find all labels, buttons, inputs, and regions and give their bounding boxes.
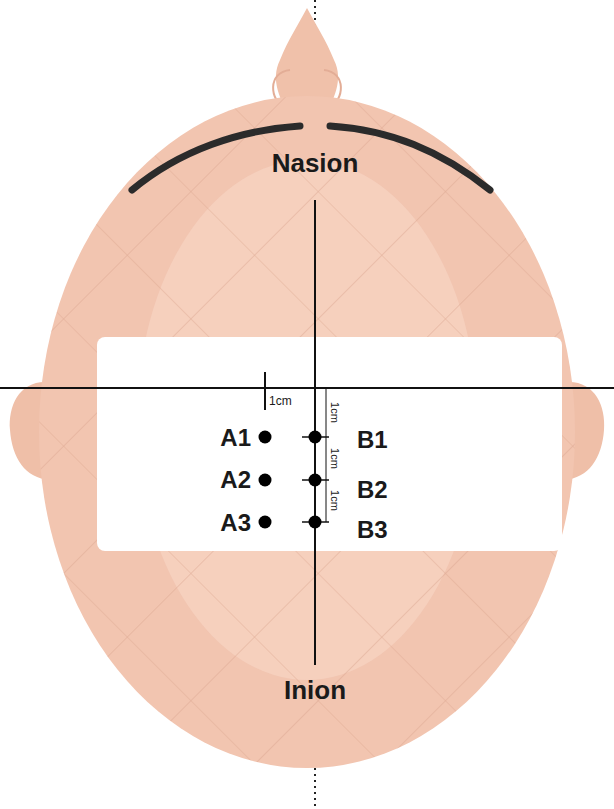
- landmark-label: Inion: [284, 677, 346, 703]
- electrode-dot: [259, 474, 272, 487]
- electrode-label: A2: [220, 468, 251, 492]
- electrode-dot: [259, 431, 272, 444]
- electrode-dot: [309, 474, 322, 487]
- dimension-label: 1cm: [268, 395, 293, 407]
- horizontal-axis: [0, 387, 614, 389]
- dimension-label: 1cm: [329, 489, 340, 512]
- electrode-dot: [309, 431, 322, 444]
- white-panel: [97, 337, 562, 551]
- electrode-label: B2: [357, 478, 388, 502]
- electrode-label: B1: [357, 428, 388, 452]
- electrode-dot: [309, 516, 322, 529]
- dimension-tick: [264, 372, 266, 410]
- electrode-dot: [259, 516, 272, 529]
- electrode-label: A3: [220, 511, 251, 535]
- electrode-label: B3: [357, 518, 388, 542]
- electrode-label: A1: [220, 426, 251, 450]
- dimension-label: 1cm: [329, 447, 340, 470]
- landmark-label: Nasion: [272, 150, 359, 176]
- dimension-label: 1cm: [329, 401, 340, 424]
